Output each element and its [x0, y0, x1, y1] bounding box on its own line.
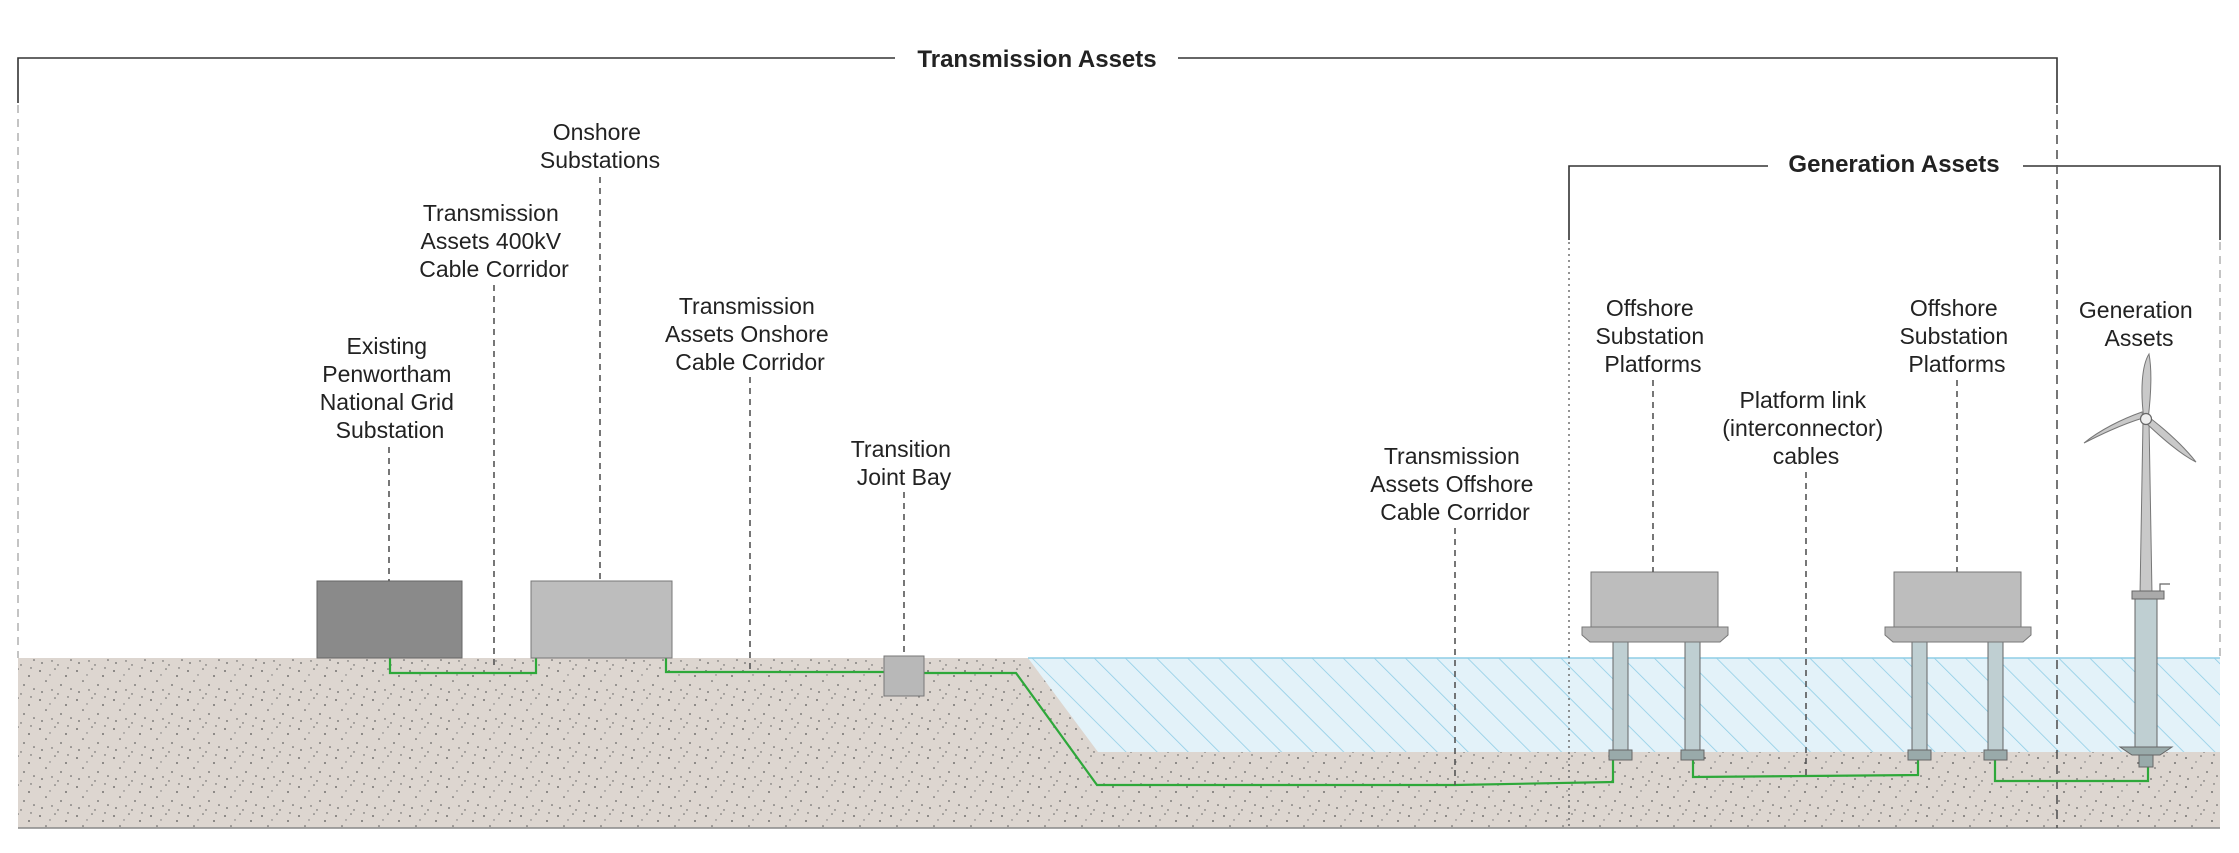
offshore-platform-1	[1581, 571, 1729, 761]
offshore-platform-2	[1884, 571, 2032, 761]
penwortham-substation	[316, 580, 463, 659]
leader-lines	[388, 177, 1958, 785]
onshore-cable-corridor-label: Transmission Assets Onshore Cable Corrid…	[665, 293, 835, 375]
cable-platform-link	[1691, 758, 1920, 779]
cable-turbine-link	[1993, 758, 2150, 783]
offshore-substation-platforms-label-1: Offshore Substation Platforms	[1595, 295, 1710, 377]
cables	[388, 658, 2150, 787]
transmission-assets-header: Transmission Assets	[917, 46, 1156, 73]
generation-assets-label: Generation Assets	[2079, 297, 2199, 351]
terrain	[18, 657, 2220, 829]
penwortham-substation-label: Existing Penwortham National Grid Substa…	[320, 333, 461, 443]
cable-corridor-400kv-label: Transmission Assets 400kV Cable Corridor	[419, 200, 569, 282]
cable-400kv	[388, 658, 538, 675]
generation-assets-header: Generation Assets	[1788, 151, 1999, 178]
cable-offshore	[924, 671, 1615, 787]
cable-onshore	[664, 658, 893, 674]
transition-joint-bay-box	[883, 655, 925, 697]
transmission-assets-bracket: Transmission Assets	[17, 46, 2058, 103]
offshore-substation-platforms-label-2: Offshore Substation Platforms	[1899, 295, 2014, 377]
platform-link-cables-label: Platform link (interconnector) cables	[1722, 387, 1889, 469]
onshore-substations-label: Onshore Substations	[540, 119, 660, 173]
onshore-substation-building	[530, 580, 673, 659]
wind-turbine	[2083, 352, 2197, 768]
offshore-cable-corridor-label: Transmission Assets Offshore Cable Corri…	[1370, 443, 1540, 525]
generation-assets-bracket: Generation Assets	[1568, 151, 2221, 240]
transition-joint-bay-label: Transition Joint Bay	[851, 436, 958, 490]
boundary-lines	[17, 105, 2221, 828]
